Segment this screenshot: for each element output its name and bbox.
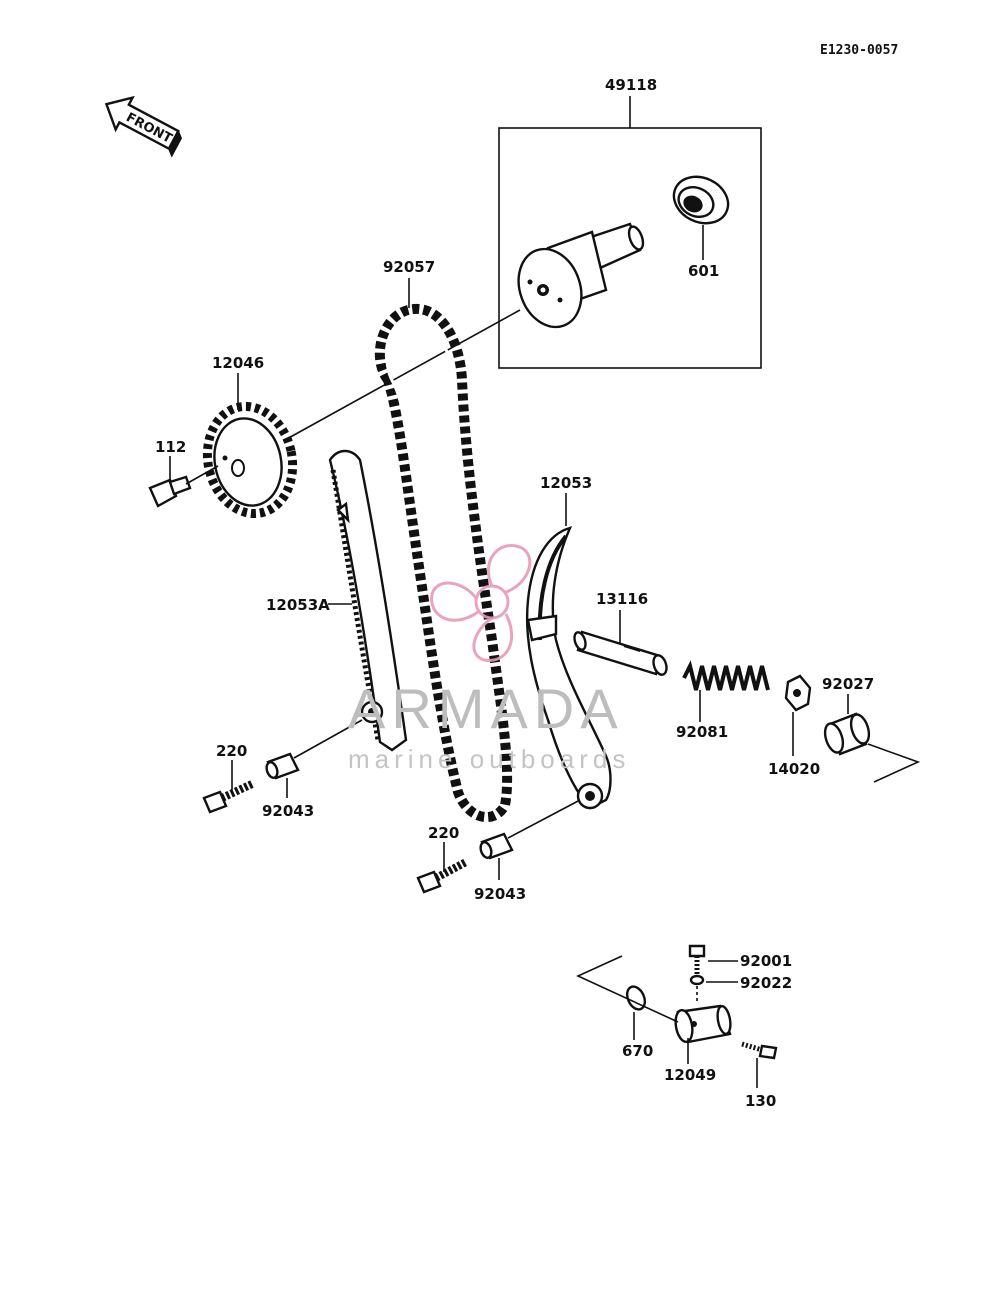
o-ring-670 bbox=[625, 985, 647, 1011]
pin-13116 bbox=[573, 630, 668, 676]
tensioner-body-12049 bbox=[674, 1004, 732, 1044]
front-arrow-icon: FRONT bbox=[104, 95, 183, 158]
bearing-601 bbox=[672, 175, 730, 225]
tensioner-guide-12053 bbox=[525, 526, 612, 810]
cap-92027 bbox=[823, 712, 871, 756]
part-label-92022: 92022 bbox=[740, 974, 792, 992]
washer-92022 bbox=[689, 974, 705, 986]
sprocket-12046 bbox=[202, 401, 298, 519]
part-label-12046: 12046 bbox=[212, 354, 264, 372]
part-label-601: 601 bbox=[688, 262, 719, 280]
camshaft bbox=[517, 222, 645, 329]
nut-14020 bbox=[784, 674, 812, 712]
spring-92081 bbox=[682, 660, 770, 691]
part-label-220-right: 220 bbox=[428, 824, 459, 842]
part-label-92043-right: 92043 bbox=[474, 885, 526, 903]
watermark-brand: ARMADA bbox=[348, 677, 624, 740]
part-label-92043-left: 92043 bbox=[262, 802, 314, 820]
part-label-92057: 92057 bbox=[383, 258, 435, 276]
axis-line-112 bbox=[185, 465, 219, 485]
chain-guide-12053A bbox=[328, 449, 408, 752]
axis-line-92043-left bbox=[293, 719, 363, 759]
axis-line-cam bbox=[284, 309, 521, 441]
watermark-tagline: marine outboards bbox=[348, 744, 630, 774]
part-label-14020: 14020 bbox=[768, 760, 820, 778]
bolt-130 bbox=[741, 1041, 778, 1060]
collar-92043-left bbox=[265, 752, 300, 780]
bolt-92001 bbox=[688, 944, 706, 974]
assembly-line-lower bbox=[576, 955, 679, 1023]
part-label-92027: 92027 bbox=[822, 675, 874, 693]
part-label-12053A: 12053A bbox=[266, 596, 330, 614]
part-label-12053: 12053 bbox=[540, 474, 592, 492]
part-label-670: 670 bbox=[622, 1042, 653, 1060]
watermark: ARMADA marine outboards bbox=[348, 544, 630, 774]
part-label-92001: 92001 bbox=[740, 952, 792, 970]
reference-code: E1230-0057 bbox=[820, 43, 898, 58]
bolt-220-right bbox=[416, 858, 468, 894]
collar-92043-right bbox=[479, 832, 514, 860]
watermark-logo-icon bbox=[430, 544, 532, 662]
part-label-130: 130 bbox=[745, 1092, 776, 1110]
part-label-49118: 49118 bbox=[605, 76, 657, 94]
axis-line-92043-right bbox=[507, 799, 581, 839]
part-label-92081: 92081 bbox=[676, 723, 728, 741]
part-label-13116: 13116 bbox=[596, 590, 648, 608]
assembly-line-right bbox=[867, 743, 921, 783]
bolt-112 bbox=[148, 475, 192, 508]
bolt-220-left bbox=[202, 780, 254, 814]
part-label-112: 112 bbox=[155, 438, 186, 456]
part-label-220-left: 220 bbox=[216, 742, 247, 760]
part-label-12049: 12049 bbox=[664, 1066, 716, 1084]
cam-chain-92057 bbox=[374, 303, 513, 823]
